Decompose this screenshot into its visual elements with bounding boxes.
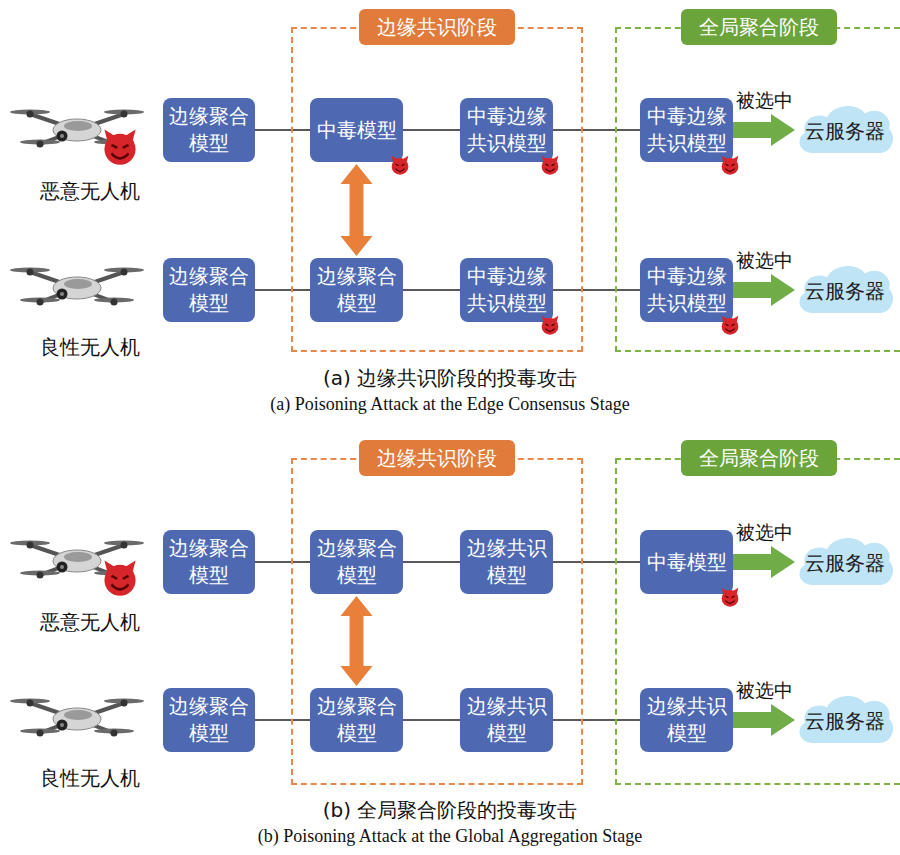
model-box: 边缘聚合模型 — [310, 530, 403, 594]
cloud-server: 云服务器 — [795, 262, 895, 316]
select-arrow — [733, 274, 795, 306]
edge-label: 被选中 — [736, 248, 793, 272]
node-text: 中毒边缘共识模型 — [643, 263, 730, 317]
node-text: 边缘聚合模型 — [166, 103, 252, 157]
model-box: 边缘聚合模型 — [310, 258, 403, 322]
stage-title: 全局聚合阶段 — [681, 440, 837, 476]
stage-title: 边缘共识阶段 — [359, 9, 515, 45]
drone-label: 良性无人机 — [40, 765, 140, 791]
exchange-arrow — [341, 164, 373, 256]
node-text: 边缘聚合模型 — [313, 263, 400, 317]
drone-label: 良性无人机 — [40, 334, 140, 360]
figure-caption: (b) Poisoning Attack at the Global Aggre… — [258, 823, 642, 849]
select-arrow — [733, 114, 795, 146]
devil-icon — [722, 156, 739, 175]
node-text: 边缘共识模型 — [463, 693, 550, 747]
cloud-server: 云服务器 — [795, 534, 895, 588]
devil-icon — [392, 156, 409, 175]
edge-label: 被选中 — [736, 88, 793, 112]
node-text: 边缘共识模型 — [643, 693, 730, 747]
node-text: 边缘共识模型 — [463, 535, 550, 589]
model-box: 中毒边缘共识模型 — [640, 258, 733, 322]
devil-icon — [104, 129, 135, 164]
select-arrow — [733, 704, 795, 736]
link-line — [553, 561, 640, 563]
link-line — [553, 719, 640, 721]
stage-title: 全局聚合阶段 — [681, 9, 837, 45]
model-box: 中毒边缘共识模型 — [460, 258, 553, 322]
stage-region: 全局聚合阶段中毒模型云服务器边缘共识模型云服务器 — [615, 458, 900, 785]
figure-caption: (a) 边缘共识阶段的投毒攻击 — [323, 365, 577, 391]
node-text: 边缘聚合模型 — [166, 535, 252, 589]
cloud-outline — [799, 538, 893, 585]
cloud-server: 云服务器 — [795, 692, 895, 746]
link-line — [403, 129, 460, 131]
link-line — [255, 289, 310, 291]
model-box: 边缘共识模型 — [460, 530, 553, 594]
node-text: 云服务器 — [805, 708, 885, 734]
node-text: 边缘聚合模型 — [313, 693, 400, 747]
stage-region: 边缘共识阶段边缘聚合模型边缘共识模型边缘聚合模型边缘共识模型 — [291, 458, 583, 785]
node-text: 云服务器 — [805, 118, 885, 144]
node-text: 云服务器 — [805, 278, 885, 304]
drone-label: 恶意无人机 — [40, 609, 140, 635]
cloud-outline — [799, 696, 893, 743]
node-text: 云服务器 — [805, 550, 885, 576]
model-box: 边缘聚合模型 — [163, 688, 255, 752]
devil-icon — [104, 560, 135, 595]
link-line — [255, 719, 310, 721]
exchange-arrow — [341, 596, 373, 686]
node-text: 边缘聚合模型 — [166, 263, 252, 317]
link-line — [255, 561, 310, 563]
figure-caption: (b) 全局聚合阶段的投毒攻击 — [323, 797, 578, 823]
node-text: 中毒模型 — [317, 117, 397, 144]
devil-icon — [542, 156, 559, 175]
model-box: 边缘聚合模型 — [163, 98, 255, 162]
link-line — [403, 719, 460, 721]
model-box: 中毒边缘共识模型 — [640, 98, 733, 162]
stage-region: 全局聚合阶段中毒边缘共识模型云服务器中毒边缘共识模型云服务器 — [615, 27, 900, 352]
link-line — [403, 561, 460, 563]
devil-icon — [722, 588, 739, 607]
link-line — [403, 289, 460, 291]
link-line — [255, 129, 310, 131]
drone-label: 恶意无人机 — [40, 178, 140, 204]
node-text: 中毒边缘共识模型 — [463, 103, 550, 157]
model-box: 边缘共识模型 — [640, 688, 733, 752]
cloud-outline — [799, 106, 893, 153]
stage-title: 边缘共识阶段 — [359, 440, 515, 476]
cloud-server: 云服务器 — [795, 102, 895, 156]
node-text: 边缘聚合模型 — [166, 693, 252, 747]
model-box: 边缘聚合模型 — [310, 688, 403, 752]
node-text: 边缘聚合模型 — [313, 535, 400, 589]
model-box: 边缘聚合模型 — [163, 258, 255, 322]
model-box: 中毒边缘共识模型 — [460, 98, 553, 162]
model-box: 边缘共识模型 — [460, 688, 553, 752]
select-arrow — [733, 546, 795, 578]
edge-label: 被选中 — [736, 678, 793, 702]
model-box: 中毒模型 — [310, 98, 403, 162]
edge-label: 被选中 — [736, 520, 793, 544]
node-text: 中毒边缘共识模型 — [463, 263, 550, 317]
devil-icon — [542, 316, 559, 335]
link-line — [553, 289, 640, 291]
figure-caption: (a) Poisoning Attack at the Edge Consens… — [270, 391, 629, 417]
drone-illustration — [10, 268, 144, 306]
devil-icon — [722, 316, 739, 335]
cloud-outline — [799, 266, 893, 313]
link-line — [553, 129, 640, 131]
model-box: 中毒模型 — [640, 530, 733, 594]
model-box: 边缘聚合模型 — [163, 530, 255, 594]
stage-region: 边缘共识阶段中毒模型中毒边缘共识模型边缘聚合模型中毒边缘共识模型 — [291, 27, 583, 352]
node-text: 中毒模型 — [647, 549, 727, 576]
drone-illustration — [10, 699, 144, 737]
node-text: 中毒边缘共识模型 — [643, 103, 730, 157]
